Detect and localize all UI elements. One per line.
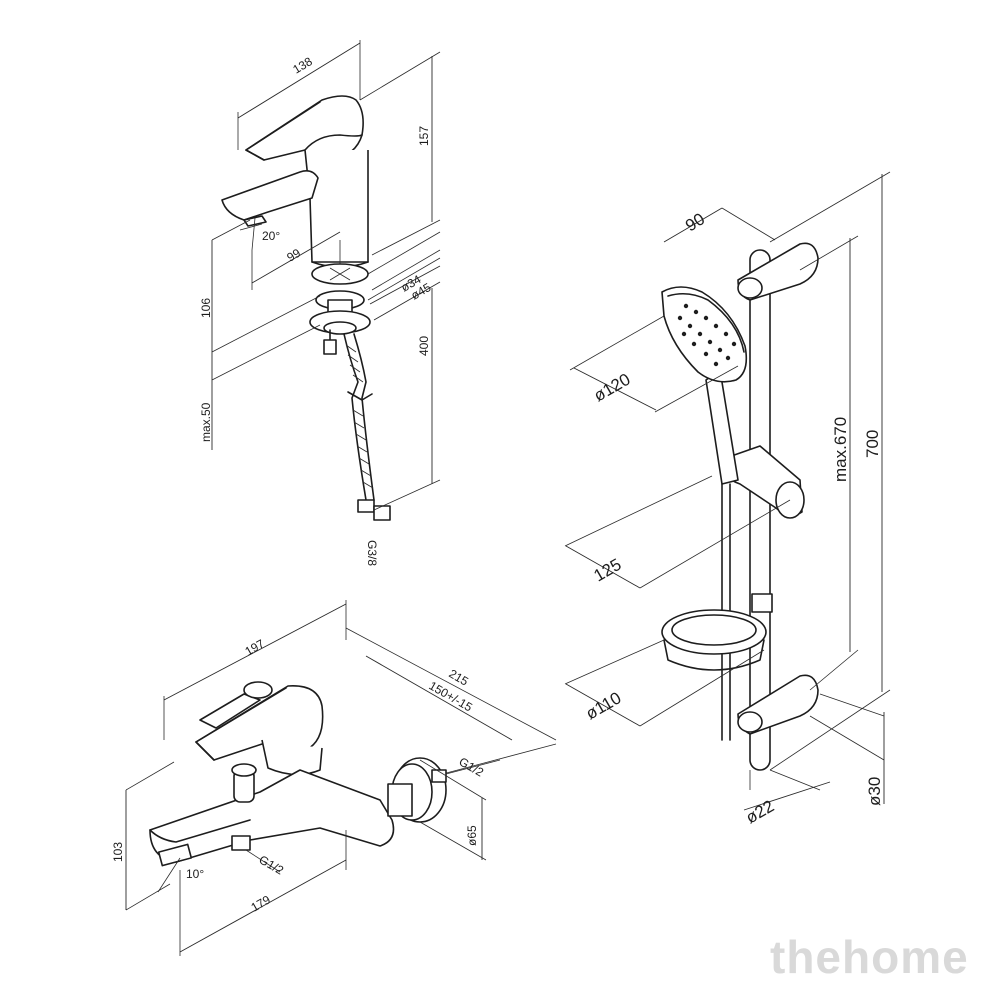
dim-90: 90 xyxy=(682,209,708,235)
dim-400: 400 xyxy=(417,336,431,356)
dim-157: 157 xyxy=(417,126,431,146)
dim-d30: ø30 xyxy=(865,777,884,806)
watermark-logo: thehome xyxy=(770,931,969,983)
dim-max50: max.50 xyxy=(199,402,213,442)
shower-set-drawing: 90 xyxy=(564,171,891,827)
dim-179: 179 xyxy=(249,892,274,914)
dim-99: 99 xyxy=(284,246,303,265)
label-g12-inlet: G1/2 xyxy=(457,754,487,779)
dim-125: 125 xyxy=(591,555,625,586)
dim-d65: ø65 xyxy=(465,825,479,846)
label-g38: G3/8 xyxy=(365,540,379,566)
shower-nozzles xyxy=(677,303,737,367)
label-g12-outlet: G1/2 xyxy=(257,852,287,877)
dim-10-angle: 10° xyxy=(186,867,204,881)
dim-20-angle: 20° xyxy=(262,229,280,243)
dim-d120: ø120 xyxy=(591,370,634,406)
basin-mixer-drawing: 138 157 20° 99 xyxy=(199,40,441,566)
bath-mixer-drawing: 197 215 150+/-15 G1/2 ø65 xyxy=(111,600,557,956)
dim-103: 103 xyxy=(111,842,125,862)
dim-197: 197 xyxy=(243,636,268,658)
dim-106: 106 xyxy=(199,298,213,318)
dim-d110: ø110 xyxy=(583,688,625,723)
dim-max670: max.670 xyxy=(831,417,850,482)
dim-700: 700 xyxy=(863,430,882,458)
dim-215: 215 xyxy=(447,666,472,688)
